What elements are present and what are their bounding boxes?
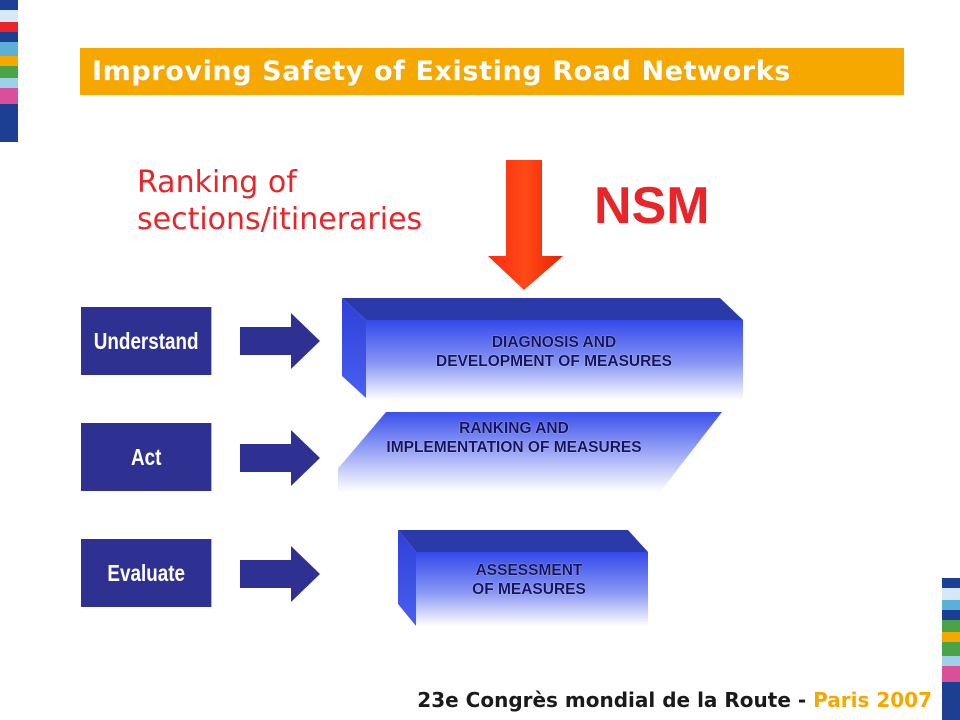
step-box-evaluate: Evaluate bbox=[81, 539, 212, 607]
panel-text-assessment: ASSESSMENT OF MEASURES bbox=[472, 562, 586, 598]
panel-text-diagnosis: DIAGNOSIS AND DEVELOPMENT OF MEASURES bbox=[436, 334, 672, 370]
right-arrow-icon-evaluate bbox=[240, 546, 320, 602]
process-panels bbox=[338, 298, 743, 626]
decorative-color-strip-right bbox=[942, 578, 960, 720]
down-arrow-icon bbox=[488, 160, 563, 290]
panel-ranking bbox=[338, 412, 722, 492]
nsm-label: NSM bbox=[594, 177, 710, 235]
right-arrow-icon-act bbox=[240, 430, 320, 486]
step-label-evaluate: Evaluate bbox=[107, 559, 185, 586]
step-label-understand: Understand bbox=[93, 327, 199, 354]
ranking-text: Ranking of sections/itineraries bbox=[137, 165, 423, 237]
footer-prefix: 23e Congrès mondial de la Route - bbox=[417, 688, 814, 712]
panel-assessment bbox=[398, 530, 648, 626]
decorative-color-strip-left bbox=[0, 0, 18, 142]
footer-highlight: Paris 2007 bbox=[813, 688, 932, 712]
title-bar bbox=[80, 48, 904, 95]
page-title: Improving Safety of Existing Road Networ… bbox=[92, 56, 791, 87]
step-label-act: Act bbox=[130, 443, 162, 470]
footer-text: 23e Congrès mondial de la Route - Paris … bbox=[417, 688, 932, 712]
step-box-understand: Understand bbox=[81, 307, 212, 375]
panel-diagnosis bbox=[342, 298, 743, 400]
step-box-act: Act bbox=[81, 423, 212, 491]
panel-text-ranking: RANKING AND IMPLEMENTATION OF MEASURES bbox=[386, 420, 642, 456]
right-arrow-icon-understand bbox=[240, 313, 320, 369]
